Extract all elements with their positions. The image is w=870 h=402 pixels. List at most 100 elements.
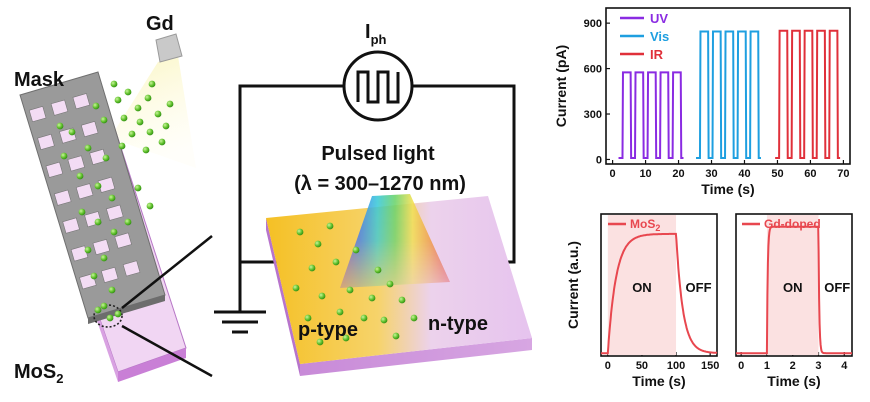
gd-particle xyxy=(114,96,122,104)
gd-particle xyxy=(314,240,322,248)
gd-particle xyxy=(124,88,132,96)
mask-opening xyxy=(50,99,69,116)
gd-particle xyxy=(158,138,166,146)
response-line xyxy=(736,225,852,355)
y-tick-label: 600 xyxy=(584,64,602,76)
y-axis-label: Current (a.u.) xyxy=(565,241,581,329)
gd-particle xyxy=(392,332,400,340)
gd-particle xyxy=(386,280,394,288)
gd-particle xyxy=(308,264,316,272)
on-shading xyxy=(607,215,677,355)
zoom-line-lower xyxy=(121,324,213,378)
legend-label: UV xyxy=(650,11,668,26)
gd-particle xyxy=(162,122,170,130)
mask-opening xyxy=(72,93,91,110)
gd-particle xyxy=(94,306,102,314)
gd-particle xyxy=(108,286,116,294)
pulsed-light-label: Pulsed light xyxy=(321,143,435,165)
x-tick-label: 30 xyxy=(705,168,717,180)
x-tick-label: 50 xyxy=(771,168,783,180)
gd-particle xyxy=(120,114,128,122)
photocurrent-label: Iph xyxy=(365,21,387,47)
gd-particle xyxy=(106,314,114,322)
gd-particle xyxy=(60,152,68,160)
gd-particle xyxy=(346,286,354,294)
gd-particle xyxy=(326,222,334,230)
x-tick-label: 60 xyxy=(804,168,816,180)
series-line-vis xyxy=(696,30,761,159)
mask-opening xyxy=(80,121,99,138)
x-tick-label: 2 xyxy=(790,360,796,372)
gd-particle xyxy=(304,314,312,322)
gd-particle xyxy=(110,228,118,236)
gd-particle xyxy=(68,128,76,136)
gd-particle xyxy=(114,310,122,318)
gd-particle xyxy=(134,104,142,112)
mask-opening xyxy=(53,189,72,206)
device-front-face xyxy=(300,338,532,376)
x-tick-label: 50 xyxy=(636,360,648,372)
legend-label: MoS2 xyxy=(630,217,660,233)
y-axis-label: Current (pA) xyxy=(553,45,569,127)
mask-opening xyxy=(100,266,119,283)
gd-particle xyxy=(100,116,108,124)
mask-label: Mask xyxy=(14,69,65,91)
gd-particle xyxy=(94,182,102,190)
on-shading xyxy=(766,215,819,355)
deposition-schematic: Gd Mask MoS2 xyxy=(14,13,213,386)
x-axis-label: Time (s) xyxy=(632,373,685,389)
gd-particle xyxy=(76,172,84,180)
gd-particle xyxy=(154,110,162,118)
mask-opening xyxy=(114,232,132,249)
x-tick-label: 20 xyxy=(672,168,684,180)
gd-particle xyxy=(136,118,144,126)
gd-particle xyxy=(146,202,154,210)
legend-label: Vis xyxy=(650,29,669,44)
gd-particle xyxy=(90,272,98,280)
gd-particle xyxy=(100,302,108,310)
gd-particle xyxy=(296,228,304,236)
gd-particle xyxy=(398,296,406,304)
gd-particle xyxy=(374,266,382,274)
gd-particle xyxy=(134,184,142,192)
mask-opening xyxy=(28,106,47,123)
gd-particle xyxy=(360,314,368,322)
gd-particle xyxy=(78,208,86,216)
legend-label: IR xyxy=(650,47,664,62)
series-line-uv xyxy=(618,71,684,159)
legend-name: Gd-doped xyxy=(764,217,821,231)
gd-particle xyxy=(148,80,156,88)
gd-particle xyxy=(92,102,100,110)
substrate-label: MoS2 xyxy=(14,361,63,386)
legend-label: Gd-doped xyxy=(764,217,821,231)
on-label: ON xyxy=(632,280,652,295)
mask-opening xyxy=(67,155,85,172)
legend-name: MoS xyxy=(630,217,655,231)
x-tick-label: 1 xyxy=(764,360,770,372)
gd-particle xyxy=(128,130,136,138)
y-tick-label: 0 xyxy=(596,154,602,166)
gd-particle xyxy=(110,80,118,88)
gd-particle xyxy=(332,258,340,266)
gd-particle xyxy=(94,218,102,226)
series-line-ir xyxy=(775,29,841,159)
mask-opening xyxy=(92,238,111,256)
mask-opening xyxy=(45,161,64,178)
x-tick-label: 150 xyxy=(701,360,719,372)
x-tick-label: 10 xyxy=(639,168,651,180)
mask-opening xyxy=(62,217,80,234)
gd-nozzle xyxy=(155,33,183,63)
gd-particle xyxy=(368,294,376,302)
pulsed-light-beam xyxy=(340,194,450,288)
gd-spray-cone xyxy=(110,56,196,168)
plot-frame xyxy=(605,7,851,165)
legend-name-sub: 2 xyxy=(655,223,660,233)
device-schematic: Iph Pulsed light (λ = 300–1270 nm) p-typ… xyxy=(214,21,532,376)
on-label: ON xyxy=(783,280,803,295)
mask-opening xyxy=(106,204,124,221)
gd-particle xyxy=(146,128,154,136)
gd-particle xyxy=(318,292,326,300)
